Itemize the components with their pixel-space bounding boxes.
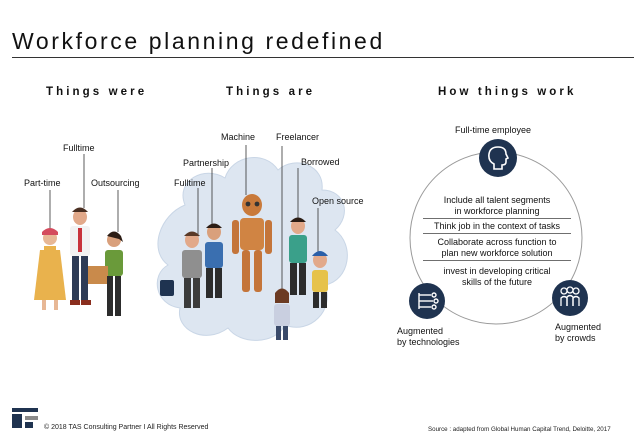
statement-think-job: Think job in the context of tasks (423, 221, 571, 234)
company-logo (12, 408, 40, 430)
label-augmented-technologies-line1: Augmented (397, 326, 444, 336)
heading-how-things-work: How things work (438, 86, 577, 98)
label-fulltime-were: Fulltime (63, 143, 95, 153)
label-machine: Machine (221, 132, 256, 142)
statement-invest-line1: invest in developing critical (443, 266, 551, 276)
label-outsourcing: Outsourcing (91, 178, 140, 188)
label-augmented-crowds-line2: by crowds (555, 333, 596, 343)
slide-title: Workforce planning redefined (12, 28, 385, 54)
label-partnership: Partnership (183, 158, 230, 168)
label-borrowed: Borrowed (301, 157, 340, 167)
circuit-icon (418, 292, 439, 310)
full-time-employee-node (479, 139, 517, 177)
label-augmented-technologies: Augmented by technologies (397, 326, 460, 348)
heading-things-are: Things are (226, 86, 316, 98)
source-text: Source : adapted from Global Human Capit… (428, 426, 611, 433)
label-open-source: Open source (312, 196, 364, 206)
copyright-text: © 2018 TAS Consulting Partner I All Righ… (44, 424, 209, 431)
label-augmented-technologies-line2: by technologies (397, 337, 460, 347)
label-freelancer: Freelancer (276, 132, 320, 142)
label-part-time: Part-time (24, 178, 61, 188)
statement-include-line1: Include all talent segments (443, 195, 551, 205)
head-profile-icon (488, 146, 510, 170)
people-group-icon (560, 286, 580, 306)
statement-include-line2: in workforce planning (423, 206, 571, 219)
crowds-node (552, 280, 588, 316)
technologies-node (409, 283, 445, 319)
statement-collaborate-line2: plan new workforce solution (423, 248, 571, 261)
label-augmented-crowds-line1: Augmented (555, 322, 602, 332)
title-divider (12, 57, 634, 58)
people-things-were-illustration (34, 154, 123, 316)
label-full-time-employee: Full-time employee (455, 125, 532, 135)
cloud-things-are-illustration (156, 145, 348, 341)
label-augmented-crowds: Augmented by crowds (555, 322, 601, 344)
statement-invest-line2: skills of the future (461, 277, 533, 287)
statement-collaborate-line1: Collaborate across function to (437, 237, 557, 247)
label-fulltime-are: Fulltime (174, 178, 206, 188)
heading-things-were: Things were (46, 86, 148, 98)
